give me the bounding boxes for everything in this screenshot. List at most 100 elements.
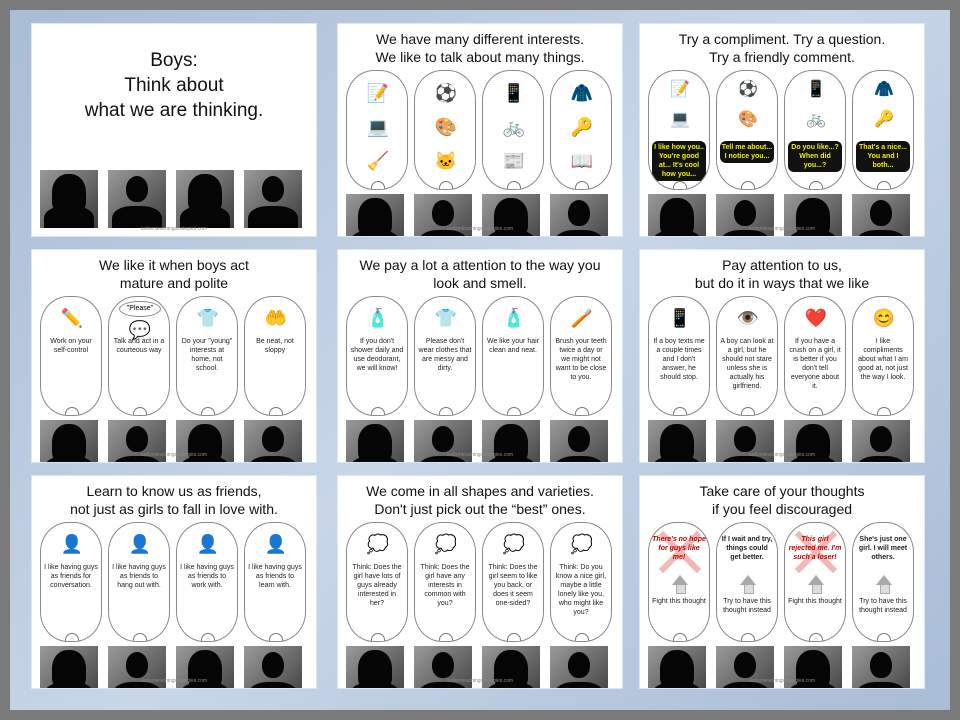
tag-picture-icon: 🧥 (874, 81, 894, 98)
tag-picture-icon: 🎨 (434, 117, 458, 137)
tag-picture-icon: ⚽ (738, 81, 758, 98)
girl-silhouette-photo (648, 194, 706, 236)
silhouette-head (358, 424, 392, 462)
slide-3[interactable]: Try a compliment. Try a question.Try a f… (640, 24, 924, 236)
slide-footer: autismteachingstrategies.com (140, 452, 208, 458)
girl-silhouette-photo (648, 646, 706, 688)
tag-card: 📝💻🧹 (346, 70, 408, 190)
silhouette-shoulders (856, 456, 906, 462)
slide-title-line: We pay a lot a attention to the way you (359, 257, 601, 273)
slide-7[interactable]: Learn to know us as friends,not just as … (32, 476, 316, 688)
slide-title-line: We like to talk about many things. (375, 49, 585, 65)
silhouette-head (126, 426, 148, 452)
silhouette-shoulders (418, 230, 468, 236)
tag-picture-icon: 🚲 (806, 111, 826, 128)
girl-silhouette-photo (550, 646, 608, 688)
tag-ring (877, 181, 891, 189)
slide-title-line: but do it in ways that we like (694, 275, 870, 291)
up-arrow-stem (744, 585, 754, 594)
slide-title-line: We like it when boys act (99, 257, 249, 273)
tag-picture-icon: 👕 (196, 308, 220, 328)
silhouette-head (796, 650, 830, 688)
slide-8[interactable]: We come in all shapes and varieties.Don'… (338, 476, 622, 688)
silhouette-shoulders (788, 682, 838, 688)
silhouette-head (568, 200, 590, 226)
tag-picture-icon: ❤️ (804, 308, 828, 328)
tag-card: 🪥Brush your teeth twice a day or we migh… (550, 296, 612, 416)
girl-silhouette-photo (852, 420, 910, 462)
tag-card: 🤲Be neat, not sloppy (244, 296, 306, 416)
silhouette-head (262, 426, 284, 452)
girl-silhouette-photo (176, 420, 234, 462)
girl-silhouette-photo (716, 646, 774, 688)
girl-silhouette-photo (244, 646, 302, 688)
girl-silhouette-photo (176, 646, 234, 688)
slide-2[interactable]: We have many different interests.We like… (338, 24, 622, 236)
silhouette-shoulders (112, 206, 162, 228)
silhouette-head (52, 650, 86, 688)
silhouette-head (660, 198, 694, 236)
girl-silhouette-photo (482, 194, 540, 236)
silhouette-head (734, 200, 756, 226)
silhouette-shoulders (554, 682, 604, 688)
tag-picture-icon: 📱 (668, 308, 692, 328)
tag-text: If a boy texts me a couple times and I d… (653, 338, 705, 381)
tag-picture-icon: 👤 (196, 534, 220, 554)
tag-picture-icon: 👤 (264, 534, 288, 554)
tag-text: If you have a crush on a girl, it is bet… (789, 338, 841, 390)
girl-silhouette-photo (108, 646, 166, 688)
tag-ring (673, 407, 687, 415)
tag-row: 📝💻🧹⚽🎨🐱📱🚲📰🧥🔑📖 (346, 70, 614, 190)
tag-card: 🧥🔑📖 (550, 70, 612, 190)
tag-text: Think: Does the girl have lots of guys a… (352, 564, 402, 607)
tag-row: 💭Think: Does the girl have lots of guys … (346, 522, 614, 642)
tag-card: 👤I like having guys as friends to hang o… (108, 522, 170, 642)
tag-ring (575, 633, 589, 641)
silhouette-head (432, 200, 454, 226)
tag-ring (877, 407, 891, 415)
slide-title: We have many different interests.We like… (342, 30, 618, 66)
tag-ring (741, 633, 755, 641)
tag-picture-icon: 🪥 (570, 308, 594, 328)
tag-picture-icon: 📝 (366, 83, 390, 103)
tag-picture-icon: 📱 (806, 81, 826, 98)
tag-picture-icon: 👤 (60, 534, 84, 554)
silhouette-head (734, 652, 756, 678)
slide-title-line: Don't just pick out the “best” ones. (374, 501, 586, 517)
tag-ring (439, 181, 453, 189)
tag-card: 🧴If you don't shower daily and use deodo… (346, 296, 408, 416)
slide-title-line: Take care of your thoughts (699, 483, 865, 499)
silhouette-head (870, 200, 892, 226)
silhouette-head (568, 652, 590, 678)
tag-ring (133, 407, 147, 415)
slide-footer: autismteachingstrategies.com (446, 452, 514, 458)
girl-silhouette-photo (414, 646, 472, 688)
tag-card: 🧴We like your hair clean and neat. (482, 296, 544, 416)
tag-picture-icon: 📖 (570, 151, 594, 171)
slide-title-line: not just as girls to fall in love with. (70, 501, 278, 517)
up-arrow-icon (808, 575, 824, 585)
silhouette-shoulders (248, 206, 298, 228)
silhouette-shoulders (554, 456, 604, 462)
silhouette-shoulders (350, 682, 400, 688)
silhouette-head (262, 176, 284, 202)
tag-card: ⚽🎨Tell me about... I notice you... (716, 70, 778, 190)
slide-6[interactable]: Pay attention to us,but do it in ways th… (640, 250, 924, 462)
girl-silhouette-photo (482, 646, 540, 688)
slide-footer: autismteachingstrategies.com (140, 678, 208, 684)
girl-silhouette-photo (784, 646, 842, 688)
tag-card: ❤️ If you have a crush on a girl, it is b… (784, 296, 846, 416)
silhouette-head (188, 424, 222, 462)
tag-text: Think: Does the girl seem to like you ba… (488, 564, 538, 607)
up-arrow-stem (880, 585, 890, 594)
slide-title-line: what we are thinking. (84, 100, 264, 121)
speech-bubble: "Please" (119, 301, 161, 317)
silhouette-shoulders (486, 230, 536, 236)
